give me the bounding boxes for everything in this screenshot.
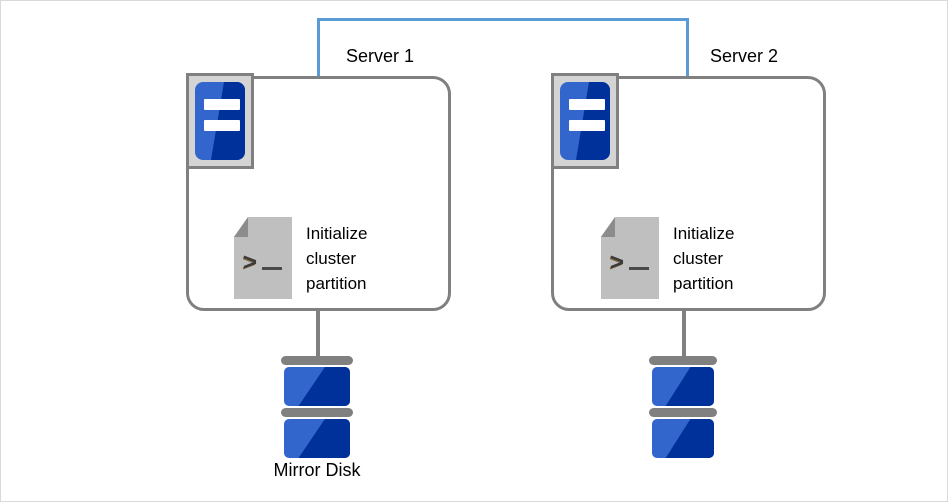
- command-script-icon-chevron: >: [610, 249, 625, 276]
- command-script-icon-chevron: >: [243, 249, 258, 276]
- command-script-icon-fold: [234, 217, 248, 237]
- disk-platter-bottom: [652, 419, 714, 458]
- disk-platter-top-shade: [665, 367, 714, 406]
- server-rack-icon: [186, 73, 254, 169]
- disk-bar-top: [281, 356, 353, 365]
- server-1-task-label: Initialize cluster partition: [306, 223, 368, 293]
- server-2-box: [551, 76, 826, 311]
- server-rack-icon-slot-1: [204, 99, 240, 110]
- server-rack-icon: [551, 73, 619, 169]
- disk-platter-top-shade: [298, 367, 350, 406]
- server-2-task-label: Initialize cluster partition: [673, 223, 735, 293]
- command-script-icon-cursor: [629, 267, 649, 270]
- disk-platter-bottom-shade: [665, 419, 714, 458]
- disk-bar-middle: [281, 408, 353, 417]
- server-rack-icon-slot-2: [204, 120, 240, 131]
- server-1-task: > Initialize cluster partition: [234, 217, 367, 299]
- server-1-label: Server 1: [346, 46, 415, 66]
- command-script-icon-fold: [601, 217, 615, 237]
- disk-platter-top: [284, 367, 350, 406]
- command-script-icon: >: [234, 217, 292, 299]
- server-rack-icon-slot-1: [569, 99, 605, 110]
- disk-platter-top: [652, 367, 714, 406]
- server-1-disk-connector: [316, 309, 320, 361]
- interconnect-vertical-right: [686, 18, 689, 77]
- server-2-task: > Initialize cluster partition: [601, 217, 734, 299]
- disk-bar-top: [649, 356, 717, 365]
- interconnect-vertical-left: [317, 18, 320, 77]
- mirror-disk-caption: Mirror Disk: [273, 460, 361, 480]
- disk-platter-bottom-shade: [298, 419, 350, 458]
- server-2-disk-connector: [682, 309, 686, 361]
- command-script-icon: >: [601, 217, 659, 299]
- server-2-disk-stack: [649, 356, 717, 458]
- command-script-icon-cursor: [262, 267, 282, 270]
- disk-platter-bottom: [284, 419, 350, 458]
- server-rack-icon-body: [560, 82, 610, 160]
- server-1-disk-stack: [281, 356, 353, 458]
- server-2-label: Server 2: [710, 46, 779, 66]
- server-rack-icon-slot-2: [569, 120, 605, 131]
- server-rack-icon-body: [195, 82, 245, 160]
- disk-bar-middle: [649, 408, 717, 417]
- interconnect-horizontal-line: [317, 18, 689, 21]
